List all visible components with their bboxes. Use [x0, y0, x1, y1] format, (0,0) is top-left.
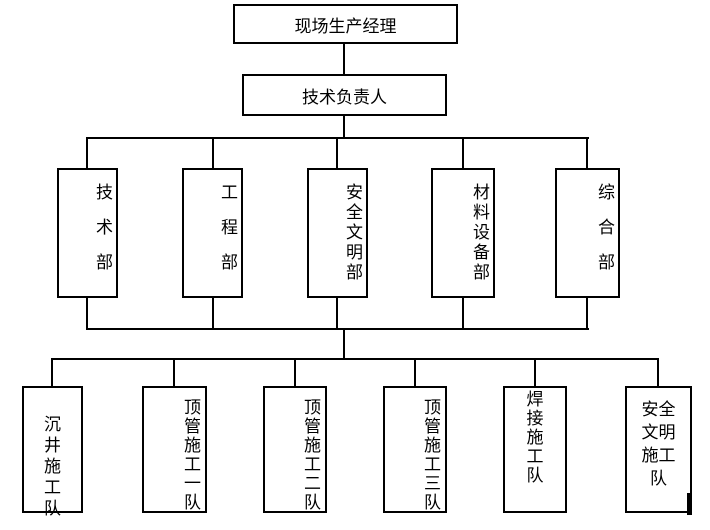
cursor-artifact	[687, 493, 692, 515]
connector-line	[86, 297, 88, 330]
team-pipe-jacking-3-label: 顶管施工三队	[424, 398, 441, 513]
connector-line	[173, 358, 175, 388]
box-dept-materials-equipment: 材料设备部	[431, 168, 495, 298]
box-dept-general-affairs: 综合部	[555, 168, 620, 298]
team-caisson-label: 沉井施工队	[44, 415, 61, 519]
box-team-welding: 焊接施工队	[503, 386, 567, 513]
box-team-pipe-jacking-2: 顶管施工二队	[263, 386, 327, 513]
connector-line	[51, 358, 659, 360]
dept-safety-civilization-label: 安全文明部	[346, 183, 363, 283]
box-site-production-manager: 现场生产经理	[233, 4, 458, 44]
connector-line	[86, 328, 589, 330]
box-team-pipe-jacking-1: 顶管施工一队	[142, 386, 207, 513]
box-dept-safety-civilization: 安全文明部	[307, 168, 368, 298]
team-pipe-jacking-1-label: 顶管施工一队	[184, 398, 201, 513]
box-dept-engineering: 工程部	[182, 168, 243, 298]
connector-line	[586, 137, 588, 169]
technical-director-label: 技术负责人	[302, 87, 387, 108]
connector-line	[534, 358, 536, 388]
box-team-safety-civilization: 安全文明施工队	[625, 386, 692, 513]
team-pipe-jacking-2-label: 顶管施工二队	[304, 398, 321, 513]
connector-line	[336, 137, 338, 169]
box-team-caisson: 沉井施工队	[22, 386, 83, 519]
connector-line	[212, 297, 214, 330]
dept-technology-label: 技术部	[96, 183, 113, 273]
dept-engineering-label: 工程部	[221, 183, 238, 273]
connector-line	[343, 43, 345, 75]
connector-line	[414, 358, 416, 388]
box-team-pipe-jacking-3: 顶管施工三队	[383, 386, 447, 513]
connector-line	[586, 297, 588, 330]
connector-line	[657, 358, 659, 388]
connector-line	[462, 297, 464, 330]
connector-line	[294, 358, 296, 388]
connector-line	[343, 115, 345, 139]
box-dept-technology: 技术部	[57, 168, 118, 298]
dept-general-affairs-label: 综合部	[598, 183, 615, 273]
team-welding-label: 焊接施工队	[526, 390, 544, 486]
connector-line	[343, 328, 345, 360]
connector-line	[212, 137, 214, 169]
dept-materials-equipment-label: 材料设备部	[473, 183, 490, 283]
connector-line	[86, 137, 88, 169]
box-technical-director: 技术负责人	[242, 74, 447, 116]
site-production-manager-label: 现场生产经理	[294, 16, 397, 37]
connector-line	[51, 358, 53, 388]
connector-line	[336, 297, 338, 330]
connector-line	[462, 137, 464, 169]
team-safety-civilization-label: 安全文明施工队	[641, 400, 676, 489]
